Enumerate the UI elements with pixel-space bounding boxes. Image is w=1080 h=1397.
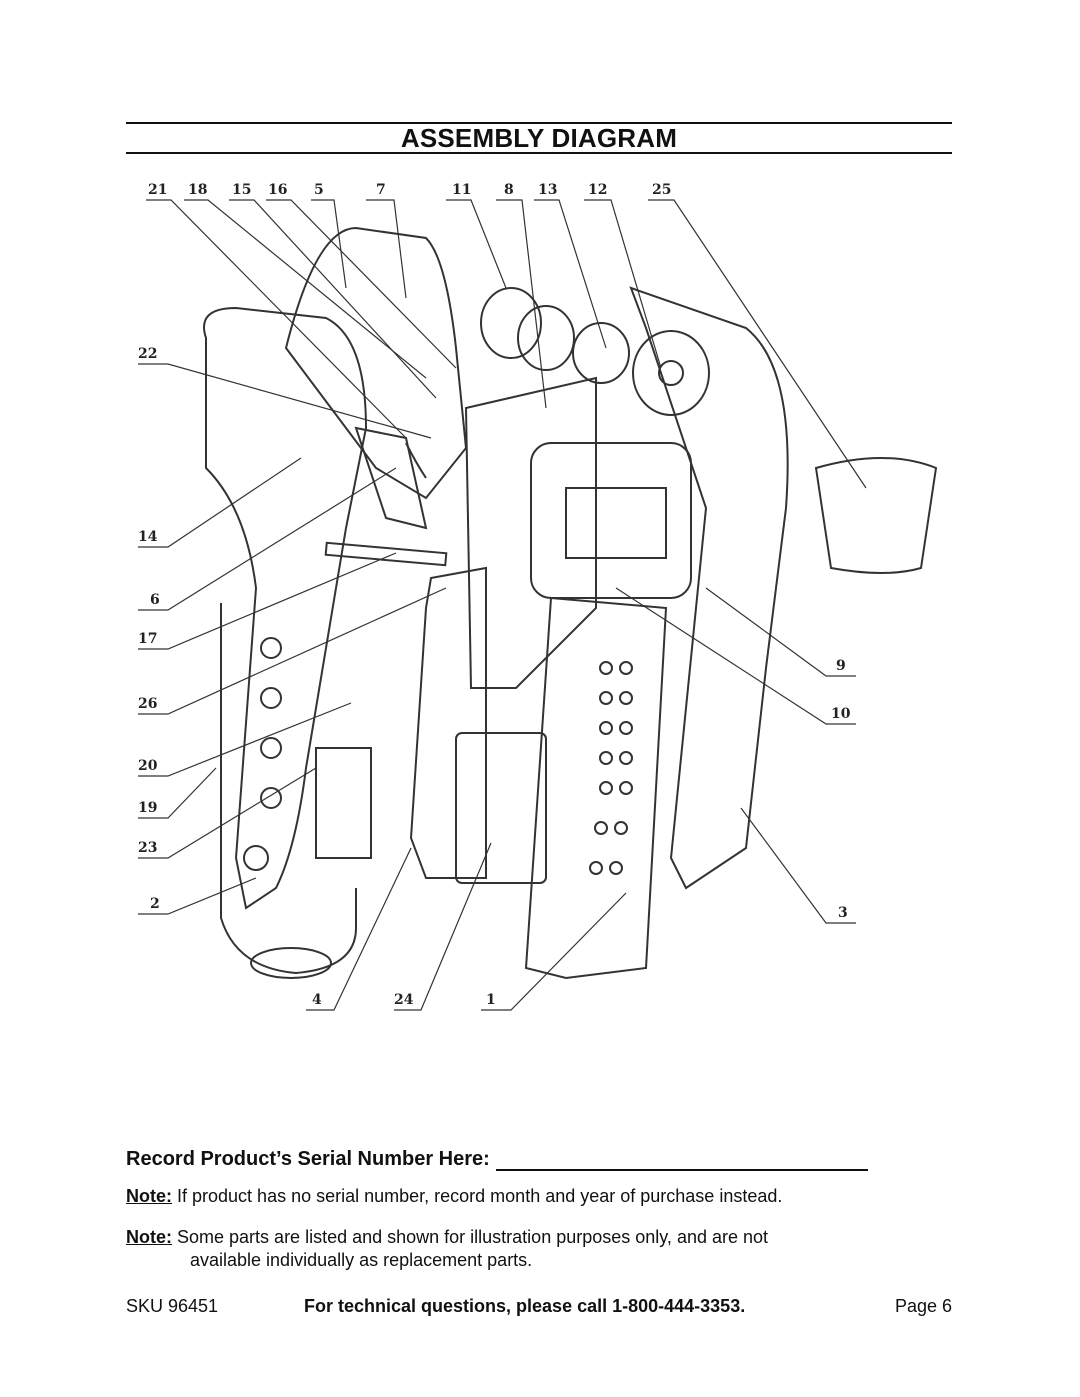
callout-12: 12 <box>588 182 607 198</box>
callout-19: 19 <box>138 800 157 816</box>
lens-12-core <box>658 360 684 386</box>
lens-13 <box>572 322 630 384</box>
battery-23 <box>315 747 372 859</box>
callout-22: 22 <box>138 346 157 362</box>
rear-housing <box>284 226 468 500</box>
page-number: Page 6 <box>894 1296 952 1316</box>
callout-13: 13 <box>538 182 557 198</box>
callout-26: 26 <box>138 696 157 712</box>
front-handle <box>524 596 668 980</box>
page-title: ASSEMBLY DIAGRAM <box>400 123 678 153</box>
tech-support-text: For technical questions, please call 1-8… <box>304 1296 746 1316</box>
right-housing-half <box>629 286 789 890</box>
serial-number-field: Record Product’s Serial Number Here: <box>126 1148 868 1171</box>
battery-holder <box>409 566 487 879</box>
display-module <box>530 442 692 599</box>
callout-20: 20 <box>138 758 158 774</box>
note-text-continued: available individually as replacement pa… <box>190 1250 533 1270</box>
note-text: If product has no serial number, record … <box>177 1186 783 1206</box>
lens-12 <box>632 330 710 416</box>
serial-label: Record Product’s Serial Number Here: <box>126 1148 490 1170</box>
callout-23: 23 <box>138 840 157 856</box>
callout-11: 11 <box>452 182 471 198</box>
note-label: Note: <box>126 1227 172 1247</box>
callout-10: 10 <box>831 706 851 722</box>
sku-label: SKU 96451 <box>126 1296 219 1316</box>
note-text: Some parts are listed and shown for illu… <box>177 1227 769 1247</box>
callout-1: 1 <box>486 992 496 1008</box>
note-label: Note: <box>126 1186 172 1206</box>
callout-18: 18 <box>188 182 207 198</box>
callout-5: 5 <box>314 182 324 198</box>
battery-cover <box>814 457 938 574</box>
title-bar: ASSEMBLY DIAGRAM <box>126 122 952 154</box>
serial-blank-line <box>495 1149 868 1171</box>
assembly-diagram: 21 18 15 16 5 7 11 8 13 12 25 22 14 6 17… <box>138 182 938 1011</box>
battery-24 <box>455 732 547 884</box>
lanyard <box>220 603 357 975</box>
callout-8: 8 <box>504 182 514 198</box>
callout-16: 16 <box>268 182 287 198</box>
callout-25: 25 <box>652 182 671 198</box>
callout-15: 15 <box>232 182 251 198</box>
callout-3: 3 <box>838 905 848 921</box>
left-housing-half <box>203 306 368 910</box>
callout-14: 14 <box>138 529 158 545</box>
callout-24: 24 <box>394 992 414 1008</box>
callout-17: 17 <box>138 631 157 647</box>
callout-4: 4 <box>312 992 322 1008</box>
lens-11 <box>480 287 542 359</box>
callout-2: 2 <box>150 896 160 912</box>
display-window <box>565 487 667 559</box>
note-parts: Note: Some parts are listed and shown fo… <box>126 1226 952 1272</box>
callout-21: 21 <box>148 182 167 198</box>
circuit-board <box>464 376 597 689</box>
callout-7: 7 <box>376 182 386 198</box>
callout-6: 6 <box>150 592 160 608</box>
lens-8 <box>517 305 575 371</box>
callout-9: 9 <box>836 658 846 674</box>
note-serial: Note: If product has no serial number, r… <box>126 1185 782 1208</box>
